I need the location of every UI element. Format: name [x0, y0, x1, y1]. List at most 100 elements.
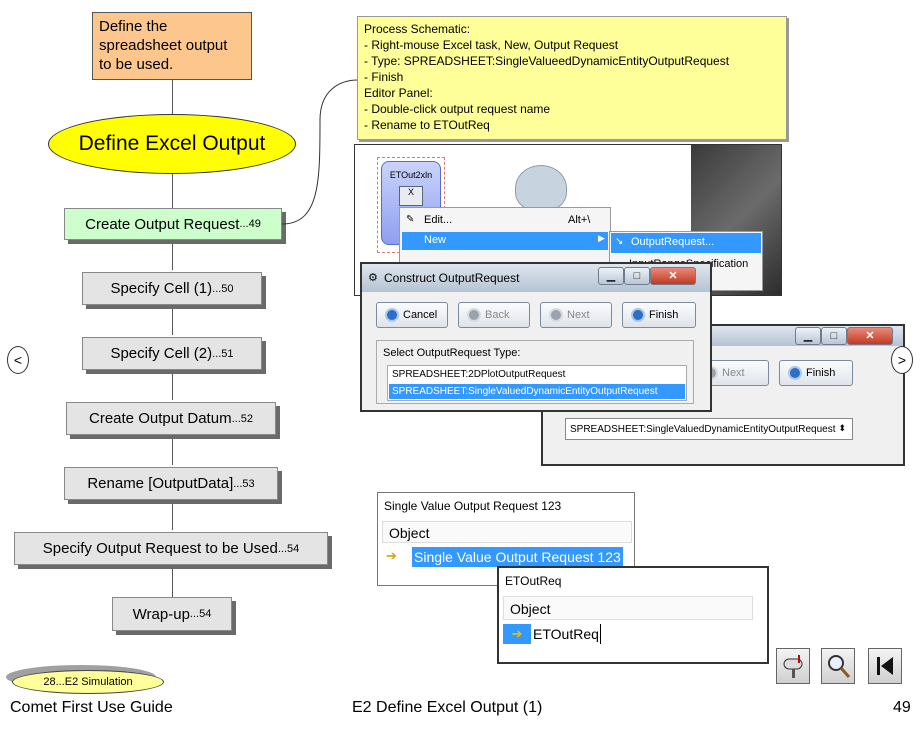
finish-button[interactable]: Finish: [622, 302, 696, 328]
step-label: Rename [OutputData]: [87, 475, 234, 492]
footer-page-title: E2 Define Excel Output (1): [352, 699, 543, 716]
section-badge[interactable]: 28...E2 Simulation: [12, 670, 164, 694]
edit-icon: ✎: [406, 214, 415, 225]
editor-row[interactable]: ➔ ETOutReq: [503, 624, 753, 644]
type-option-selected[interactable]: SPREADSHEET:SingleValuedDynamicEntityOut…: [389, 384, 685, 399]
step-specify-cell-2[interactable]: Specify Cell (2)...51: [82, 337, 262, 370]
step-create-output-datum[interactable]: Create Output Datum...52: [66, 402, 276, 435]
output-request-icon: ↘: [615, 236, 624, 247]
next-label: >: [897, 352, 907, 368]
minimize-button[interactable]: ▁: [598, 267, 624, 285]
generic-node[interactable]: [515, 165, 567, 211]
type-group: Select OutputRequest Type: SPREADSHEET:2…: [376, 340, 694, 404]
finish-button[interactable]: Finish: [779, 360, 853, 386]
step-label: Wrap-up: [132, 605, 190, 623]
button-label: Next: [567, 309, 590, 321]
column-header: Object: [389, 525, 430, 541]
define-output-note: Define the spreadsheet output to be used…: [92, 12, 252, 80]
callout-line: - Type: SPREADSHEET:SingleValueedDynamic…: [364, 54, 730, 68]
button-label: Back: [485, 309, 510, 321]
select-value: SPREADSHEET:SingleValuedDynamicEntityOut…: [570, 424, 836, 435]
editor-panel-2: ETOutReq Object ➔ ETOutReq: [497, 566, 769, 664]
select-arrows-icon: ⬍: [838, 423, 846, 433]
callout-line: - Rename to ETOutReq: [364, 118, 490, 132]
flow-connector: [172, 500, 173, 530]
flow-connector: [172, 305, 173, 335]
step-label: Specify Output Request to be Used: [42, 540, 278, 557]
step-page: ...50: [212, 282, 234, 295]
app-icon: ⚙: [368, 272, 378, 284]
step-page: ...54: [277, 542, 300, 555]
flow-connector: [172, 174, 173, 208]
editor-header: Object: [382, 521, 632, 543]
menu-shortcut: Alt+\: [568, 214, 591, 226]
step-page: ...54: [189, 608, 212, 620]
next-icon: [549, 308, 563, 322]
submenu-item-output-request[interactable]: ↘ OutputRequest...: [611, 233, 761, 253]
maximize-button[interactable]: □: [624, 267, 650, 285]
button-label: Finish: [806, 367, 836, 379]
menu-item-edit[interactable]: ✎ Edit... Alt+\: [400, 212, 610, 230]
construct-dialog: ⚙ Construct OutputRequest ▁ □ ✕ Cancel B…: [360, 262, 712, 412]
step-specify-cell-1[interactable]: Specify Cell (1)...50: [82, 272, 262, 305]
editor-title: Single Value Output Request 123: [384, 499, 562, 513]
callout-line: - Right-mouse Excel task, New, Output Re…: [364, 38, 619, 52]
step-wrap-up[interactable]: Wrap-up...54: [112, 597, 232, 631]
chevron-right-icon: ▶: [598, 233, 605, 243]
prev-page-button[interactable]: <: [7, 346, 29, 374]
step-rename-output-data[interactable]: Rename [OutputData]...53: [64, 467, 278, 500]
dialog-title: Construct OutputRequest: [384, 271, 520, 285]
editable-name[interactable]: Single Value Output Request 123: [412, 547, 623, 567]
section-label: Select OutputRequest Type:: [383, 347, 521, 359]
excel-icon: X: [399, 186, 423, 206]
type-option[interactable]: SPREADSHEET:2DPlotOutputRequest: [392, 369, 566, 380]
section-title: Define Excel Output: [78, 132, 266, 155]
skip-back-icon: [877, 657, 893, 675]
flow-connector: [172, 370, 173, 400]
process-callout: Process Schematic: - Right-mouse Excel t…: [357, 16, 787, 140]
editable-name-input[interactable]: ETOutReq: [533, 624, 601, 644]
step-create-output-request[interactable]: Create Output Request...49: [64, 208, 282, 240]
note-line: Define the: [99, 18, 168, 35]
step-specify-output-request[interactable]: Specify Output Request to be Used...54: [14, 532, 328, 565]
column-header: Object: [510, 601, 551, 617]
first-page-button[interactable]: [868, 648, 902, 684]
editor-header: Object: [503, 596, 753, 620]
step-label: Specify Cell (2): [110, 345, 213, 362]
search-button[interactable]: [821, 648, 855, 684]
maximize-button[interactable]: □: [821, 327, 847, 345]
submenu-label: OutputRequest...: [631, 236, 715, 248]
mailbox-button[interactable]: [776, 648, 810, 684]
type-select[interactable]: SPREADSHEET:SingleValuedDynamicEntityOut…: [565, 418, 853, 440]
type-list: SPREADSHEET:2DPlotOutputRequest SPREADSH…: [387, 365, 687, 401]
back-icon: [467, 308, 481, 322]
step-page: ...49: [239, 218, 261, 230]
step-page: ...53: [233, 477, 255, 490]
check-icon: [788, 366, 802, 380]
cancel-button[interactable]: Cancel: [376, 302, 448, 328]
note-line: spreadsheet output: [99, 37, 228, 54]
flow-connector: [172, 80, 173, 114]
note-line: to be used.: [99, 56, 174, 73]
flow-connector: [172, 435, 173, 465]
minimize-button[interactable]: ▁: [795, 327, 821, 345]
mailbox-icon: [783, 655, 803, 678]
badge-label: 28...E2 Simulation: [43, 676, 133, 688]
step-label: Create Output Datum: [89, 410, 232, 427]
back-button[interactable]: Back: [458, 302, 530, 328]
button-label: Cancel: [403, 309, 438, 321]
callout-line: Process Schematic:: [364, 22, 471, 36]
node-label: ETOut2xln: [389, 170, 433, 180]
editor-title: ETOutReq: [505, 574, 562, 588]
close-button[interactable]: ✕: [847, 327, 893, 345]
menu-label: New: [424, 234, 447, 246]
check-icon: [631, 308, 645, 322]
next-page-button[interactable]: >: [891, 346, 913, 374]
flow-connector: [172, 565, 173, 597]
step-label: Specify Cell (1): [110, 280, 213, 297]
arrow-right-icon: ➔: [503, 624, 531, 644]
menu-item-new[interactable]: New ▶: [402, 232, 608, 250]
next-button[interactable]: Next: [540, 302, 612, 328]
editor-row[interactable]: ➔ Single Value Output Request 123: [382, 547, 632, 567]
close-button[interactable]: ✕: [650, 267, 696, 285]
